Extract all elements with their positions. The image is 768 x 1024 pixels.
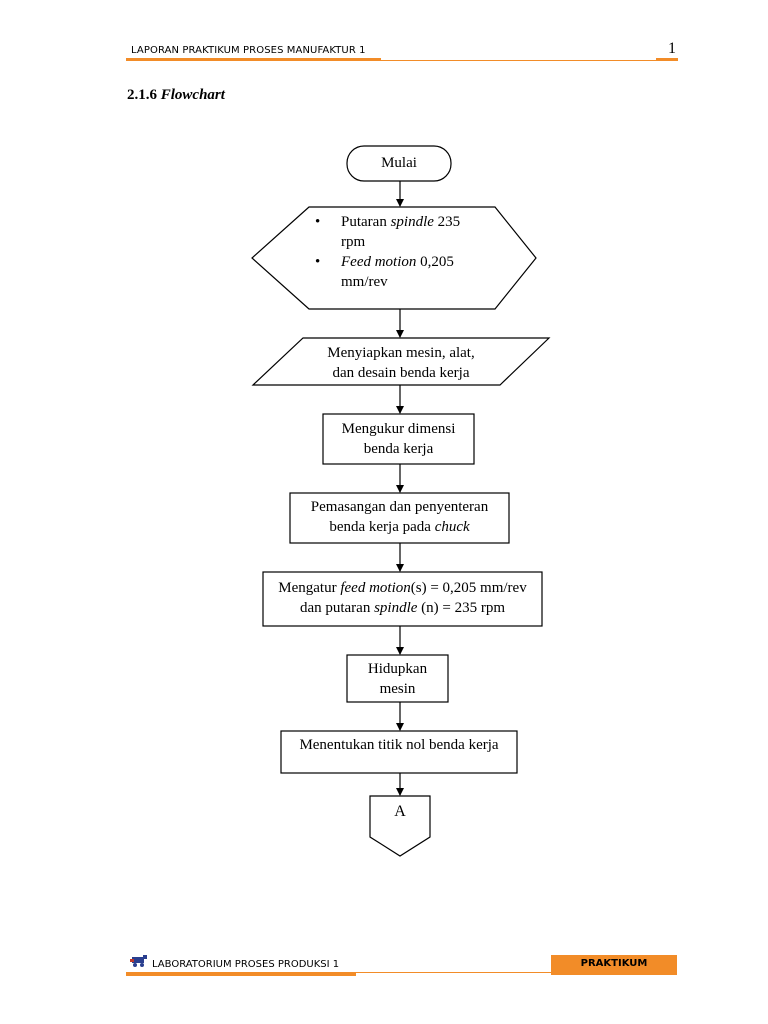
footer-rule-thin: [126, 972, 551, 973]
section-title: Flowchart: [160, 87, 225, 103]
start-terminal: [346, 145, 452, 182]
setting-text: Mengatur: [278, 580, 341, 596]
prepare-line-2: dan desain benda kerja: [332, 365, 470, 381]
power-on-label: Hidupkan mesin: [347, 659, 448, 699]
setting-label: Mengatur feed motion(s) = 0,205 mm/rev d…: [263, 578, 542, 618]
footer-lab-name: LABORATORIUM PROSES PRODUKSI 1: [152, 959, 340, 970]
footer-badge: PRAKTIKUM: [551, 955, 677, 975]
connector-label: A: [394, 803, 406, 820]
power-on-line-1: Hidupkan: [367, 661, 428, 677]
header-rule-thick: [126, 58, 381, 61]
header-rule-thin: [381, 60, 656, 61]
lab-logo-icon: [130, 955, 147, 967]
footer-rule-thick: [126, 973, 356, 976]
prepare-line-1: Menyiapkan mesin, alat,: [327, 345, 475, 361]
section-number: 2.1.6: [127, 87, 157, 103]
header-rule-end: [656, 58, 678, 61]
page-number: 1: [668, 40, 676, 57]
section-heading: 2.1.6 Flowchart: [127, 87, 225, 104]
measure-line-1: Mengukur dimensi: [341, 421, 456, 437]
setting-value: (n) = 235 rpm: [417, 600, 506, 616]
mounting-line-2: benda kerja pada: [329, 519, 435, 535]
parameter-text: Putaran: [341, 214, 391, 230]
header-title: LAPORAN PRAKTIKUM PROSES MANUFAKTUR 1: [131, 45, 366, 56]
mounting-label: Pemasangan dan penyenteran benda kerja p…: [290, 497, 509, 537]
parameter-term: spindle: [390, 214, 434, 230]
measure-label: Mengukur dimensi benda kerja: [323, 419, 474, 459]
setting-term: spindle: [374, 600, 418, 616]
offpage-connector: [369, 795, 431, 857]
parameter-value: 235: [433, 214, 461, 230]
setting-value: (s) = 0,205 mm/rev: [410, 580, 527, 596]
parameter-list: • Putaran spindle 235 rpm • Feed motion …: [315, 212, 505, 292]
mounting-line-1: Pemasangan dan penyenteran: [310, 499, 489, 515]
power-on-line-2: mesin: [379, 681, 416, 697]
power-on-box: [346, 654, 449, 703]
measure-box: [322, 413, 475, 465]
mounting-term: chuck: [434, 519, 470, 535]
prepare-parallelogram: [251, 337, 551, 386]
parameter-item: • Putaran spindle 235 rpm: [315, 212, 505, 252]
parameter-hexagon: [251, 206, 537, 310]
measure-line-2: benda kerja: [363, 441, 434, 457]
prepare-label: Menyiapkan mesin, alat, dan desain benda…: [283, 343, 519, 383]
zero-point-label: Menentukan titik nol benda kerja: [299, 737, 499, 753]
bullet-icon: •: [315, 254, 321, 270]
start-label: Mulai: [381, 155, 417, 171]
parameter-unit: rpm: [341, 234, 366, 250]
parameter-value: 0,205: [416, 254, 454, 270]
parameter-item: • Feed motion 0,205 mm/rev: [315, 252, 505, 292]
zero-point-box: [280, 730, 518, 774]
bullet-icon: •: [315, 214, 321, 230]
setting-box: [262, 571, 543, 627]
parameter-term: Feed motion: [341, 254, 417, 270]
setting-term: feed motion: [340, 580, 411, 596]
setting-text: dan putaran: [299, 600, 375, 616]
parameter-unit: mm/rev: [341, 274, 388, 290]
